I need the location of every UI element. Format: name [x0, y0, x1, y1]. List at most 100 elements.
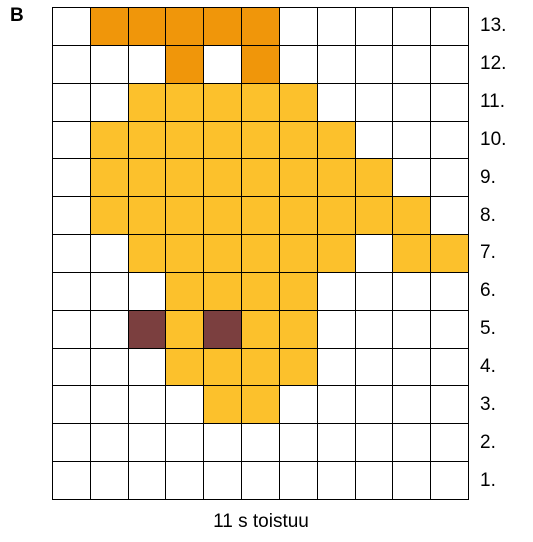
grid-cell-yellow [242, 235, 280, 273]
grid-cell-empty [91, 273, 129, 311]
grid-cell-empty [53, 349, 91, 387]
grid-cell-empty [318, 46, 356, 84]
grid-cell-empty [431, 159, 469, 197]
grid-cell-empty [91, 46, 129, 84]
panel-label: B [10, 6, 24, 25]
grid-cell-empty [129, 46, 167, 84]
grid-cell-empty [431, 84, 469, 122]
grid-cell-empty [318, 84, 356, 122]
grid-cell-yellow [129, 122, 167, 160]
row-label: 7. [480, 234, 530, 272]
pattern-grid [52, 7, 469, 500]
grid-cell-yellow [166, 197, 204, 235]
grid-cell-orange [91, 8, 129, 46]
grid-cell-yellow [280, 349, 318, 387]
grid-cell-yellow [129, 235, 167, 273]
grid-cell-empty [393, 84, 431, 122]
grid-cell-empty [318, 273, 356, 311]
row-label: 11. [480, 83, 530, 121]
grid-cell-yellow [129, 84, 167, 122]
grid-cell-yellow [242, 122, 280, 160]
grid-cell-yellow [166, 159, 204, 197]
grid-cell-empty [393, 424, 431, 462]
grid-cell-yellow [280, 159, 318, 197]
grid-cell-empty [204, 462, 242, 500]
grid-cell-orange [166, 46, 204, 84]
grid-cell-empty [318, 311, 356, 349]
grid-cell-yellow [356, 159, 394, 197]
row-label: 12. [480, 45, 530, 83]
grid-cell-brown [204, 311, 242, 349]
grid-cell-empty [204, 46, 242, 84]
grid-cell-empty [53, 311, 91, 349]
grid-cell-yellow [280, 235, 318, 273]
grid-cell-empty [91, 235, 129, 273]
grid-cell-empty [356, 462, 394, 500]
grid-cell-empty [393, 462, 431, 500]
grid-cell-empty [129, 349, 167, 387]
grid-cell-yellow [280, 273, 318, 311]
grid-cell-empty [431, 462, 469, 500]
grid-cell-empty [53, 8, 91, 46]
grid-cell-empty [431, 197, 469, 235]
grid-cell-empty [53, 159, 91, 197]
grid-cell-empty [356, 349, 394, 387]
grid-cell-empty [318, 462, 356, 500]
grid-cell-yellow [242, 159, 280, 197]
grid-cell-empty [356, 311, 394, 349]
grid-cell-empty [318, 386, 356, 424]
grid-cell-empty [129, 462, 167, 500]
grid-cell-empty [431, 8, 469, 46]
grid-cell-empty [280, 8, 318, 46]
grid-cell-empty [166, 462, 204, 500]
grid-cell-empty [356, 46, 394, 84]
grid-cell-empty [393, 122, 431, 160]
grid-cell-empty [318, 349, 356, 387]
grid-cell-empty [393, 8, 431, 46]
grid-cell-yellow [242, 386, 280, 424]
grid-cell-empty [356, 273, 394, 311]
grid-cell-empty [53, 462, 91, 500]
grid-cell-yellow [242, 197, 280, 235]
grid-cell-yellow [280, 84, 318, 122]
grid-cell-empty [393, 159, 431, 197]
row-labels: 13.12.11.10.9.8.7.6.5.4.3.2.1. [480, 7, 530, 499]
grid-cell-yellow [356, 197, 394, 235]
grid-cell-empty [431, 386, 469, 424]
grid-cell-empty [280, 462, 318, 500]
grid-cell-empty [129, 273, 167, 311]
row-label: 5. [480, 310, 530, 348]
row-label: 6. [480, 272, 530, 310]
grid-cell-yellow [280, 311, 318, 349]
grid-cell-empty [431, 122, 469, 160]
grid-cell-empty [53, 386, 91, 424]
grid-cell-empty [431, 349, 469, 387]
grid-cell-yellow [242, 273, 280, 311]
row-label: 10. [480, 121, 530, 159]
grid-cell-yellow [204, 235, 242, 273]
grid-cell-empty [53, 46, 91, 84]
grid-cell-empty [53, 235, 91, 273]
grid-cell-orange [242, 8, 280, 46]
grid-cell-yellow [204, 197, 242, 235]
grid-cell-yellow [242, 84, 280, 122]
row-label: 2. [480, 423, 530, 461]
grid-cell-empty [53, 122, 91, 160]
grid-cell-yellow [204, 159, 242, 197]
grid-cell-empty [280, 386, 318, 424]
grid-cell-yellow [166, 311, 204, 349]
grid-cell-empty [129, 386, 167, 424]
grid-cell-yellow [204, 122, 242, 160]
row-label: 8. [480, 196, 530, 234]
grid-cell-empty [91, 462, 129, 500]
grid-cell-yellow [242, 349, 280, 387]
grid-cell-yellow [91, 159, 129, 197]
grid-cell-empty [91, 386, 129, 424]
grid-cell-yellow [129, 159, 167, 197]
grid-cell-yellow [204, 386, 242, 424]
row-label: 1. [480, 461, 530, 499]
grid-cell-empty [91, 349, 129, 387]
grid-cell-empty [393, 349, 431, 387]
grid-cell-yellow [166, 349, 204, 387]
grid-cell-empty [356, 84, 394, 122]
